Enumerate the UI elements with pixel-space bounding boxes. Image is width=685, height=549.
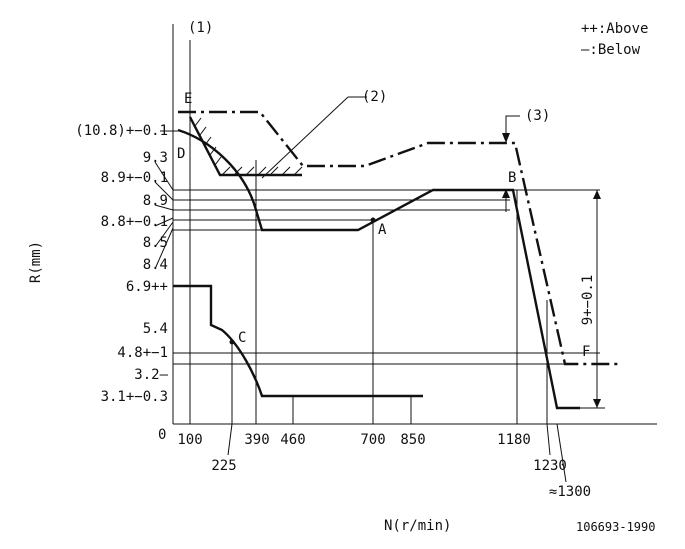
x-leader-1300 [556, 423, 567, 483]
callout-3-arrow-down [502, 133, 510, 143]
x-leader-1230 [546, 423, 551, 456]
point-e-label: E [184, 91, 192, 107]
drawing-id: 106693-1990 [576, 520, 655, 534]
dimension-label: 9+−0.1 [580, 275, 596, 326]
x-tick-1230: 1230 [533, 458, 567, 474]
lower-curve [173, 284, 423, 398]
point-a-label: A [378, 222, 387, 238]
y-tick-3-2: 3.2— [134, 367, 168, 383]
y-tick-6-9: 6.9++ [126, 279, 168, 295]
origin-label: 0 [158, 427, 166, 443]
y-tick-labels: (10.8)+−0.1 9.3 8.9+−0.1 8.9 8.8+−0.1 8.… [75, 123, 168, 405]
y-tick-8-9: 8.9 [143, 193, 168, 209]
point-d-label: D [177, 146, 185, 162]
y-tick-8-8: 8.8+−0.1 [101, 214, 168, 230]
hatched-region [188, 116, 303, 177]
y-tick-3-1: 3.1+−0.3 [101, 389, 168, 405]
point-b-label: B [508, 170, 516, 186]
above-curve [178, 110, 620, 366]
legend-below: —:Below [581, 42, 641, 58]
callout-3-arrow-up [502, 189, 510, 198]
x-tick-labels: 100 225 390 460 700 850 1180 1230 ≈1300 [177, 432, 591, 500]
callout-2-leader [261, 96, 367, 179]
upper-curve [177, 128, 580, 410]
y-tick-8-4: 8.4 [143, 257, 168, 273]
y-axis-title: R(mm) [28, 241, 44, 283]
point-c-label: C [238, 330, 246, 346]
callout-2: (2) [362, 89, 387, 105]
callout-3-leader [505, 115, 520, 140]
dimension-arrow-bottom [593, 399, 601, 408]
point-c-dot [229, 339, 235, 345]
marker-1: (1) [188, 20, 213, 36]
y-tick-8-9-tol: 8.9+−0.1 [101, 170, 168, 186]
point-f-label: F [582, 344, 590, 360]
callout-3: (3) [525, 108, 550, 124]
y-tick-5-4: 5.4 [143, 321, 168, 337]
y-tick-leaders [154, 130, 180, 270]
point-a-dot [370, 217, 376, 223]
legend-above: ++:Above [581, 21, 648, 37]
x-leader-225 [227, 423, 233, 456]
x-tick-1300: ≈1300 [549, 484, 591, 500]
x-tick-460: 460 [280, 432, 305, 448]
x-tick-850: 850 [400, 432, 425, 448]
y-tick-9-3: 9.3 [143, 150, 168, 166]
y-tick-4-8: 4.8+−1 [117, 345, 168, 361]
x-tick-390: 390 [244, 432, 269, 448]
y-tick-8-5: 8.5 [143, 235, 168, 251]
dimension-arrow-top [593, 190, 601, 199]
y-tick-10-8: (10.8)+−0.1 [75, 123, 168, 139]
x-tick-225: 225 [211, 458, 236, 474]
x-tick-1180: 1180 [497, 432, 531, 448]
x-tick-100: 100 [177, 432, 202, 448]
x-tick-700: 700 [360, 432, 385, 448]
x-axis-title: N(r/min) [384, 518, 451, 534]
